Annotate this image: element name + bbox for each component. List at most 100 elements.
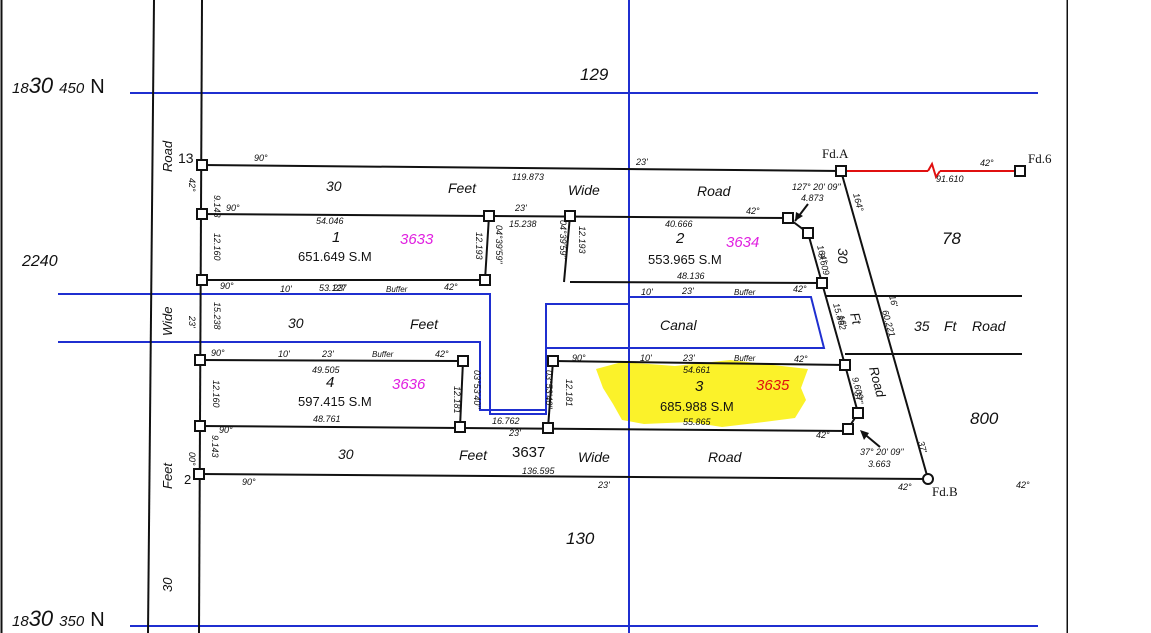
svg-text:49.505: 49.505 <box>312 365 341 375</box>
svg-text:Canal: Canal <box>660 317 697 333</box>
right-margin <box>1068 0 1151 633</box>
svg-text:23': 23' <box>332 283 345 293</box>
svg-text:12.160: 12.160 <box>212 233 222 261</box>
grid-number-129: 129 <box>580 65 609 84</box>
svg-text:Feet: Feet <box>459 447 488 463</box>
svg-text:37": 37" <box>852 390 865 406</box>
svg-text:54.661: 54.661 <box>683 365 711 375</box>
svg-text:04°39'59": 04°39'59" <box>494 225 504 264</box>
svg-text:10': 10' <box>641 287 653 297</box>
svg-text:42°: 42° <box>435 349 449 359</box>
svg-text:3633: 3633 <box>400 231 434 248</box>
buffer-labels: Buffer Buffer Buffer Buffer <box>372 285 756 363</box>
svg-text:4.873: 4.873 <box>801 193 824 203</box>
svg-text:15.238: 15.238 <box>509 219 537 229</box>
canal-label: 30 Feet Canal <box>288 315 697 333</box>
svg-text:10': 10' <box>278 349 290 359</box>
svg-text:1: 1 <box>332 229 340 246</box>
svg-text:136.595: 136.595 <box>522 466 556 476</box>
svg-text:Road: Road <box>708 449 743 465</box>
svg-text:Buffer: Buffer <box>734 288 756 297</box>
found-b: Fd.B <box>932 484 958 499</box>
svg-text:23': 23' <box>682 353 695 363</box>
svg-text:23': 23' <box>187 315 197 328</box>
svg-text:12.193: 12.193 <box>577 226 587 254</box>
corner-2: 2 <box>184 472 191 487</box>
leader-arrows <box>794 203 881 448</box>
svg-text:23': 23' <box>597 480 610 490</box>
top-road-label: 30 Feet Wide Road <box>326 178 732 199</box>
grid-number-78: 78 <box>942 229 961 248</box>
svg-text:12.181: 12.181 <box>452 386 462 414</box>
parcel-1: 1 651.649 S.M 3633 <box>298 229 434 264</box>
svg-text:Road: Road <box>697 183 732 199</box>
east-road-label: 35 Ft Road <box>914 318 1007 334</box>
svg-text:Buffer: Buffer <box>734 354 756 363</box>
svg-text:16': 16' <box>887 294 900 308</box>
svg-text:42°: 42° <box>793 284 807 294</box>
corner-13: 13 <box>178 150 194 166</box>
svg-text:16': 16' <box>836 314 849 328</box>
svg-text:119.873: 119.873 <box>512 172 544 182</box>
right-road-label-30: 30 <box>835 248 851 264</box>
plot-3637: 3637 <box>512 444 545 461</box>
svg-text:Wide: Wide <box>568 182 600 198</box>
grid-number-800: 800 <box>970 409 999 428</box>
left-road-label-30: 30 <box>160 577 175 592</box>
svg-text:10': 10' <box>280 284 292 294</box>
svg-text:Wide: Wide <box>578 449 610 465</box>
found-6: Fd.6 <box>1028 151 1052 166</box>
page-frame <box>0 0 1069 633</box>
svg-text:90°: 90° <box>226 203 240 213</box>
grid-lines <box>58 0 1038 633</box>
svg-text:48.136: 48.136 <box>677 271 705 281</box>
left-road-label-bottom: Feet <box>160 462 175 489</box>
dimension-labels: 119.873 54.046 53.127 40.666 48.136 15.2… <box>312 172 964 476</box>
svg-text:23': 23' <box>635 157 648 167</box>
found-a: Fd.A <box>822 146 849 161</box>
svg-text:23': 23' <box>514 203 527 213</box>
svg-text:91.610: 91.610 <box>936 174 964 184</box>
svg-text:90°: 90° <box>219 425 233 435</box>
svg-text:3636: 3636 <box>392 376 426 393</box>
svg-text:30: 30 <box>288 315 304 331</box>
svg-text:90°: 90° <box>220 281 234 291</box>
svg-text:04°39'59": 04°39'59" <box>558 220 568 259</box>
svg-text:12.160: 12.160 <box>211 380 221 408</box>
parcel-3-highlight <box>596 360 808 427</box>
svg-text:35: 35 <box>914 318 930 334</box>
grid-number-2240: 2240 <box>21 253 58 270</box>
svg-text:53.127: 53.127 <box>319 283 348 293</box>
grid-number-130: 130 <box>566 529 595 548</box>
svg-text:37° 20' 09": 37° 20' 09" <box>860 447 904 457</box>
svg-text:Buffer: Buffer <box>372 350 394 359</box>
svg-text:90°: 90° <box>572 353 586 363</box>
svg-text:127° 20' 09": 127° 20' 09" <box>792 182 841 192</box>
svg-text:90°: 90° <box>242 477 256 487</box>
svg-text:23': 23' <box>508 428 521 438</box>
svg-text:Feet: Feet <box>410 316 439 332</box>
svg-text:48.761: 48.761 <box>313 414 341 424</box>
svg-text:15.238: 15.238 <box>212 302 222 330</box>
svg-text:685.988 S.M: 685.988 S.M <box>660 399 734 414</box>
angle-labels: 90° 23' 90° 23' 42° 127° 20' 09" 90° 10'… <box>187 153 1030 492</box>
svg-text:90°: 90° <box>211 348 225 358</box>
svg-text:2: 2 <box>675 230 685 247</box>
bottom-road-label: 30 Feet Wide Road <box>338 446 743 465</box>
svg-text:37': 37' <box>916 440 929 454</box>
svg-text:42°: 42° <box>980 158 994 168</box>
svg-text:40.666: 40.666 <box>665 219 693 229</box>
left-road-label-top: Road <box>160 140 175 172</box>
svg-text:42°: 42° <box>1016 480 1030 490</box>
svg-text:03°53'40": 03°53'40" <box>544 370 554 409</box>
svg-text:42°: 42° <box>794 354 808 364</box>
red-boundary <box>841 161 1020 180</box>
svg-text:12.193: 12.193 <box>474 232 484 260</box>
svg-text:9.143: 9.143 <box>212 195 222 218</box>
svg-text:Road: Road <box>972 318 1007 334</box>
svg-text:23': 23' <box>681 286 694 296</box>
svg-text:00°: 00° <box>187 452 197 466</box>
svg-text:553.965 S.M: 553.965 S.M <box>648 252 722 267</box>
